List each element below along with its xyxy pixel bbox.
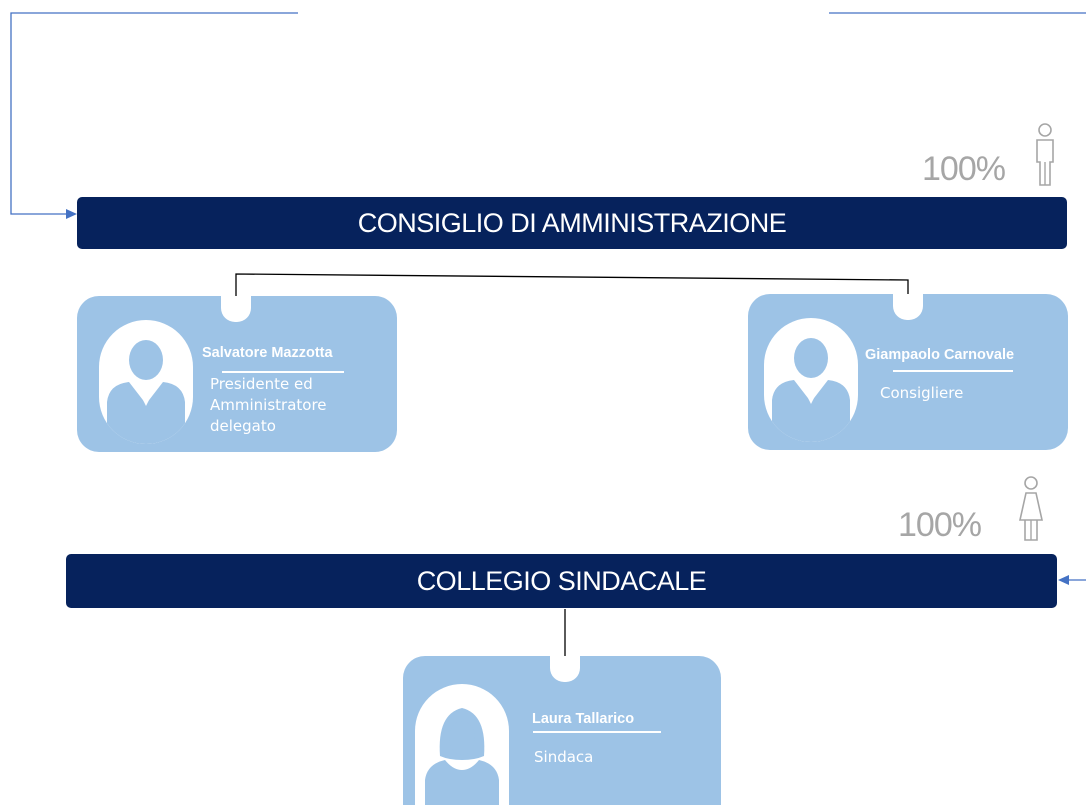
member-role: Sindaca bbox=[534, 748, 594, 766]
member-card-salvatore-mazzotta: Salvatore Mazzotta Presidente ed Amminis… bbox=[77, 296, 397, 452]
card-notch bbox=[893, 294, 923, 320]
arrowhead-consiglio bbox=[66, 209, 77, 219]
name-underline bbox=[533, 731, 661, 733]
name-underline bbox=[222, 371, 344, 373]
member-name: Laura Tallarico bbox=[532, 711, 635, 727]
female-person-icon bbox=[1019, 476, 1043, 541]
male-avatar-icon bbox=[772, 338, 850, 442]
top-left-connector bbox=[10, 12, 298, 215]
female-avatar-icon bbox=[425, 708, 499, 805]
arrowhead-collegio bbox=[1058, 575, 1069, 585]
card-notch bbox=[550, 656, 580, 682]
consiglio-bracket bbox=[235, 273, 909, 298]
consiglio-title-bar: CONSIGLIO DI AMMINISTRAZIONE bbox=[77, 197, 1067, 249]
name-underline bbox=[893, 370, 1013, 372]
consiglio-percentage: 100% bbox=[922, 150, 1006, 188]
avatar-frame bbox=[764, 318, 858, 442]
male-person-icon bbox=[1036, 123, 1054, 186]
collegio-title-bar: COLLEGIO SINDACALE bbox=[66, 554, 1057, 608]
collegio-percentage: 100% bbox=[898, 506, 982, 544]
member-name: Giampaolo Carnovale bbox=[865, 347, 1015, 363]
male-avatar-icon bbox=[107, 340, 185, 444]
avatar-frame bbox=[99, 320, 193, 444]
avatar-frame bbox=[415, 684, 509, 805]
member-card-laura-tallarico: Laura Tallarico Sindaca bbox=[403, 656, 721, 805]
member-name: Salvatore Mazzotta bbox=[202, 345, 333, 361]
member-role: Presidente ed Amministratore delegato bbox=[210, 375, 327, 435]
card-notch bbox=[221, 296, 251, 322]
member-card-giampaolo-carnovale: Giampaolo Carnovale Consigliere bbox=[748, 294, 1068, 450]
member-role: Consigliere bbox=[880, 384, 964, 402]
